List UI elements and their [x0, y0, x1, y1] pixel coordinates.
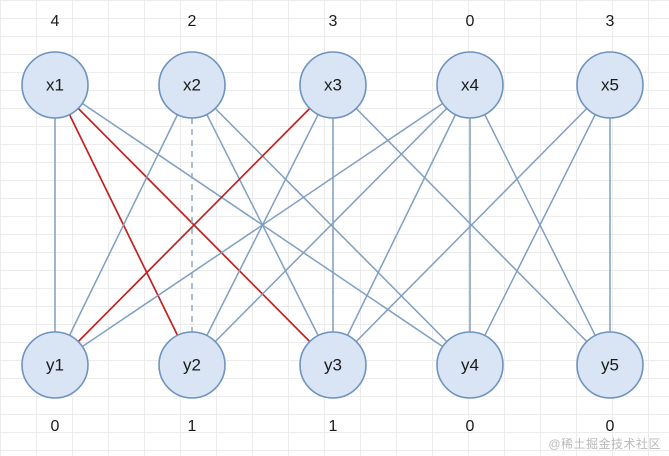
edge-x4-y3 [332, 84, 471, 366]
node-x1 [21, 51, 89, 119]
node-value-x5: 3 [606, 13, 615, 30]
edge-x4-y1 [54, 84, 471, 366]
node-label-y5: y5 [601, 356, 619, 375]
node-x5 [576, 51, 644, 119]
node-x3 [299, 51, 367, 119]
watermark: @稀土掘金技术社区 [548, 437, 661, 451]
node-label-y3: y3 [324, 356, 342, 375]
node-label-x5: x5 [601, 76, 619, 95]
node-label-y1: y1 [46, 356, 64, 375]
node-y1 [21, 331, 89, 399]
node-value-y5: 0 [606, 418, 615, 435]
node-value-y3: 1 [329, 418, 338, 435]
node-y2 [158, 331, 226, 399]
node-label-y4: y4 [461, 356, 479, 375]
edge-x4-y2 [191, 84, 471, 366]
node-label-y2: y2 [183, 356, 201, 375]
node-value-x3: 3 [329, 13, 338, 30]
node-value-y2: 1 [188, 418, 197, 435]
edge-x3-y1-red [54, 84, 334, 366]
node-y5 [576, 331, 644, 399]
node-label-x1: x1 [46, 76, 64, 95]
node-value-x4: 0 [466, 13, 475, 30]
node-value-y1: 0 [51, 418, 60, 435]
node-label-x4: x4 [461, 76, 479, 95]
edge-x5-y3 [332, 84, 611, 366]
node-y3 [299, 331, 367, 399]
node-value-y4: 0 [466, 418, 475, 435]
node-value-x1: 4 [51, 13, 60, 30]
node-x4 [436, 51, 504, 119]
node-x2 [158, 51, 226, 119]
node-label-x2: x2 [183, 76, 201, 95]
edge-x2-y1 [54, 84, 193, 366]
edge-x5-y4 [469, 84, 611, 366]
node-y4 [436, 331, 504, 399]
node-value-x2: 2 [188, 13, 197, 30]
node-label-x3: x3 [324, 76, 342, 95]
